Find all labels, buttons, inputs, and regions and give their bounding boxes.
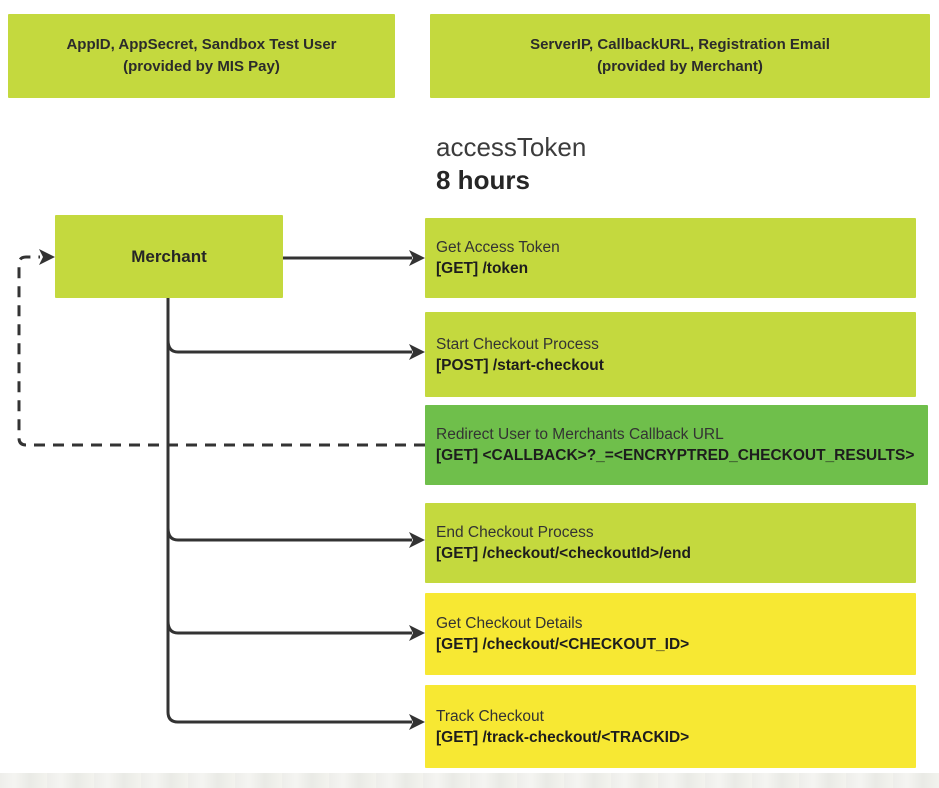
- access-token-duration: 8 hours: [436, 165, 530, 195]
- connector-get-checkout-details: [166, 620, 412, 635]
- connector-end-checkout: [166, 527, 412, 542]
- connector-start-checkout: [166, 339, 412, 354]
- arrowhead-redirect-to-merchant: [39, 249, 55, 265]
- arrowhead-start-checkout: [409, 344, 425, 360]
- step-box-get-checkout-details: Get Checkout Details [GET] /checkout/<CH…: [425, 593, 916, 675]
- step-title: Track Checkout: [436, 707, 544, 725]
- step-endpoint: [GET] /token: [436, 260, 529, 277]
- header-merchant-line1: ServerIP, CallbackURL, Registration Emai…: [530, 36, 830, 53]
- arrowhead-get-access-token: [409, 250, 425, 266]
- step-box-track-checkout: Track Checkout [GET] /track-checkout/<TR…: [425, 685, 916, 768]
- step-endpoint: [GET] /checkout/<CHECKOUT_ID>: [436, 636, 690, 653]
- step-endpoint: [GET] <CALLBACK>?_=<ENCRYPTRED_CHECKOUT_…: [436, 447, 915, 464]
- step-endpoint: [GET] /checkout/<checkoutId>/end: [436, 545, 691, 562]
- arrowhead-end-checkout: [409, 532, 425, 548]
- arrowhead-get-checkout-details: [409, 625, 425, 641]
- step-title: Start Checkout Process: [436, 335, 599, 353]
- access-token-label: accessToken: [436, 132, 587, 162]
- header-mispay-credentials: AppID, AppSecret, Sandbox Test User (pro…: [8, 14, 395, 98]
- merchant-box: Merchant: [55, 215, 283, 298]
- merchant-label: Merchant: [131, 246, 207, 266]
- access-token-note: accessToken 8 hours: [436, 131, 586, 197]
- header-mispay-line2: (provided by MIS Pay): [123, 58, 280, 75]
- step-title: Get Access Token: [436, 239, 560, 256]
- scan-artifact-strip: [0, 773, 939, 788]
- step-title: End Checkout Process: [436, 524, 594, 541]
- step-box-end-checkout: End Checkout Process [GET] /checkout/<ch…: [425, 503, 916, 583]
- header-merchant-credentials: ServerIP, CallbackURL, Registration Emai…: [430, 14, 930, 98]
- header-merchant-line2: (provided by Merchant): [597, 58, 763, 75]
- step-endpoint: [POST] /start-checkout: [436, 356, 604, 374]
- step-box-redirect-callback: Redirect User to Merchants Callback URL …: [425, 405, 928, 485]
- step-box-start-checkout: Start Checkout Process [POST] /start-che…: [425, 312, 916, 397]
- step-endpoint: [GET] /track-checkout/<TRACKID>: [436, 728, 690, 746]
- step-title: Get Checkout Details: [436, 615, 583, 632]
- header-mispay-line1: AppID, AppSecret, Sandbox Test User: [66, 36, 337, 53]
- step-title: Redirect User to Merchants Callback URL: [436, 426, 724, 443]
- arrowhead-track-checkout: [409, 714, 425, 730]
- step-box-get-access-token: Get Access Token [GET] /token: [425, 218, 916, 298]
- connector-trunk-track-checkout: [166, 298, 412, 724]
